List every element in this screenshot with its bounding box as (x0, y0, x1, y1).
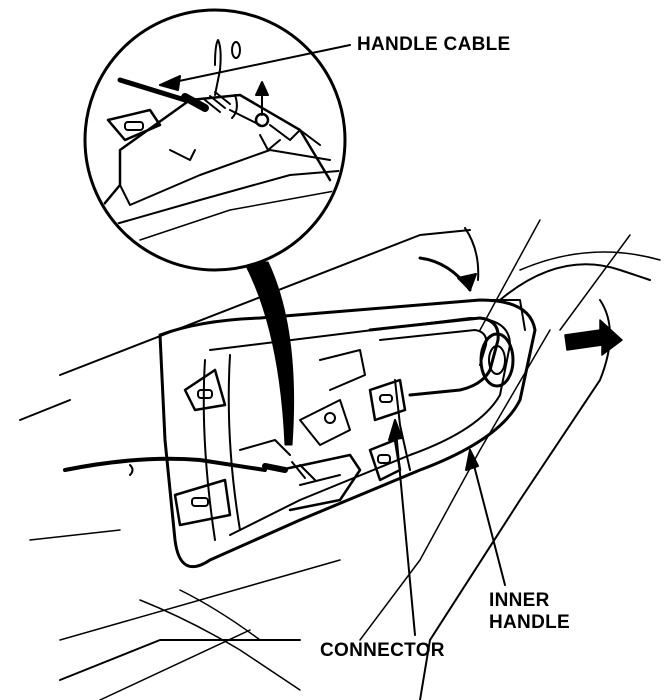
connector-leader (388, 419, 416, 636)
inner-handle-label-line1: INNER (489, 590, 550, 611)
inner-handle-label-line2: HANDLE (489, 612, 570, 633)
inner-handle-lever (368, 299, 526, 397)
handle-cable-leader (159, 44, 351, 91)
detail-magnifier (83, 8, 347, 272)
magnifier-pointer (243, 261, 295, 446)
handle-cable-wire (63, 456, 316, 481)
handle-cable-label: HANDLE CABLE (357, 34, 511, 55)
inner-handle-leader (465, 449, 506, 586)
handle-linkage (239, 349, 411, 512)
inner-handle-bezel (158, 298, 537, 569)
rotation-arrow (418, 256, 477, 292)
pull-direction-arrow-icon (564, 319, 623, 356)
connector-label: CONNECTOR (320, 640, 445, 661)
door-panel-lines (19, 219, 661, 700)
inner-handle-label: INNER HANDLE (489, 590, 570, 634)
